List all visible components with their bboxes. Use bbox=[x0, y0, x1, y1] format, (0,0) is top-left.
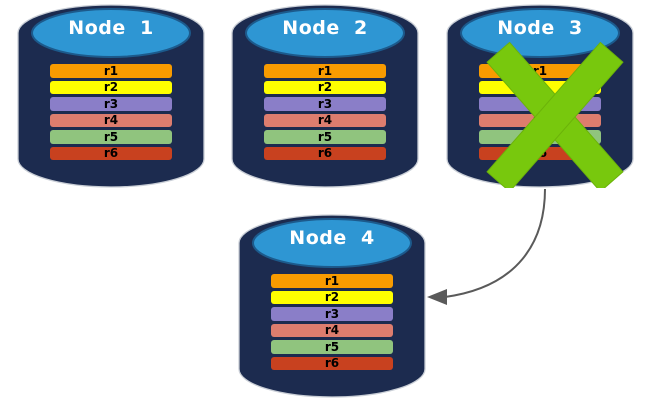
replica-row: r5 bbox=[264, 130, 386, 144]
replica-row-label: r3 bbox=[103, 96, 119, 111]
replica-row-label: r6 bbox=[103, 146, 119, 161]
replica-row-label: r1 bbox=[324, 273, 340, 288]
replica-row: r1 bbox=[271, 274, 393, 288]
replica-row-list: r1 r2 r3 r4 r5 r6 bbox=[264, 64, 386, 163]
database-node-1: Node 1 r1 r2 r3 r4 r5 r6 bbox=[17, 4, 205, 188]
replica-row-label: r5 bbox=[317, 129, 333, 144]
node-title: Node 4 bbox=[289, 227, 375, 249]
replica-row: r2 bbox=[271, 290, 393, 305]
cylinder-top-face bbox=[245, 8, 405, 58]
database-node-4: Node 4 r1 r2 r3 r4 r5 r6 bbox=[238, 214, 426, 398]
replica-row-label: r1 bbox=[317, 63, 333, 78]
failure-x-icon bbox=[486, 41, 624, 188]
replica-row: r5 bbox=[50, 130, 172, 144]
replica-row: r6 bbox=[264, 146, 386, 161]
replica-row: r3 bbox=[271, 307, 393, 321]
node-title: Node 2 bbox=[282, 17, 368, 39]
failover-arrow-line bbox=[444, 188, 546, 298]
replica-row: r4 bbox=[264, 113, 386, 128]
replica-row-label: r2 bbox=[317, 80, 333, 95]
cylinder-top-face bbox=[31, 8, 191, 58]
replica-row-label: r3 bbox=[317, 96, 333, 111]
replica-row: r6 bbox=[271, 356, 393, 371]
replica-row: r1 bbox=[50, 64, 172, 78]
database-node-3: Node 3 r1 r2 r3 r4 r5 r6 bbox=[446, 4, 634, 188]
replica-row: r1 bbox=[264, 64, 386, 78]
node-title: Node 3 bbox=[497, 17, 583, 39]
node-title: Node 1 bbox=[68, 17, 154, 39]
replica-row-label: r2 bbox=[103, 80, 119, 95]
replica-row-label: r2 bbox=[324, 290, 340, 305]
replica-row: r4 bbox=[271, 323, 393, 338]
replica-row-label: r6 bbox=[324, 356, 340, 371]
cylinder-top-face bbox=[252, 218, 412, 268]
replica-row: r2 bbox=[50, 80, 172, 95]
replica-row-label: r5 bbox=[324, 339, 340, 354]
replica-row-label: r4 bbox=[317, 113, 333, 128]
replica-row-list: r1 r2 r3 r4 r5 r6 bbox=[50, 64, 172, 163]
replica-row-label: r4 bbox=[324, 323, 340, 338]
replica-row: r5 bbox=[271, 340, 393, 354]
database-node-2: Node 2 r1 r2 r3 r4 r5 r6 bbox=[231, 4, 419, 188]
failover-arrow-head bbox=[427, 289, 447, 305]
cylinder-top-face bbox=[460, 8, 620, 58]
replica-row-list: r1 r2 r3 r4 r5 r6 bbox=[271, 274, 393, 373]
replica-row: r4 bbox=[50, 113, 172, 128]
replica-row: r3 bbox=[50, 97, 172, 111]
replica-row-label: r5 bbox=[103, 129, 119, 144]
replica-row-label: r6 bbox=[317, 146, 333, 161]
replica-row: r6 bbox=[50, 146, 172, 161]
replica-row-label: r1 bbox=[103, 63, 119, 78]
replica-row: r3 bbox=[264, 97, 386, 111]
replica-row: r2 bbox=[264, 80, 386, 95]
replica-row-label: r4 bbox=[103, 113, 119, 128]
replica-row-label: r3 bbox=[324, 306, 340, 321]
